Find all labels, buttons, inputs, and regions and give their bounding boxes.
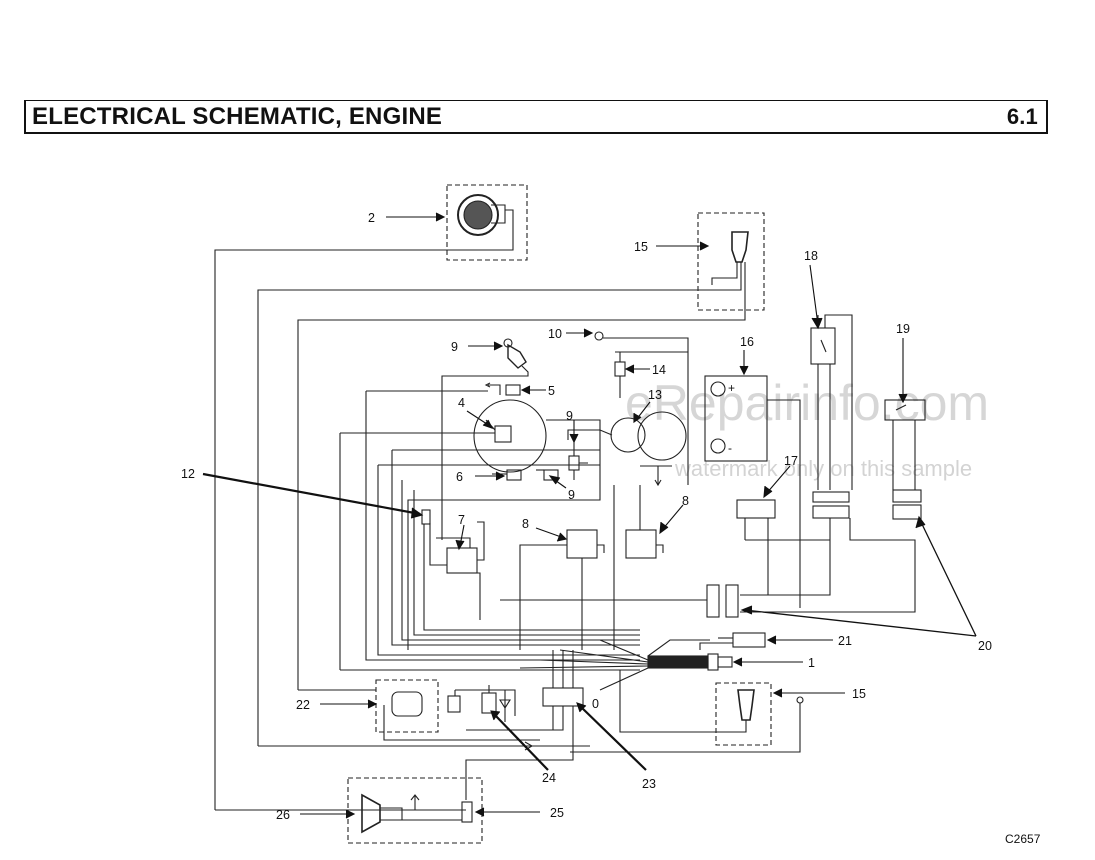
callout-12: 12 <box>181 467 195 481</box>
callout-19: 19 <box>896 322 910 336</box>
callout-18: 18 <box>804 249 818 263</box>
callout-6: 6 <box>456 470 463 484</box>
watermark-sub: watermark only on this sample <box>674 456 972 481</box>
component-21-switch <box>699 632 766 650</box>
callout-23: 23 <box>642 777 656 791</box>
callout-22: 22 <box>296 698 310 712</box>
wiring-bus <box>215 391 640 811</box>
component-24-relays <box>447 685 516 722</box>
callout-11: 10 <box>548 327 562 341</box>
component-15-sensor-top <box>257 212 765 746</box>
svg-text:-: - <box>728 441 732 455</box>
component-10-solenoid <box>568 440 588 480</box>
callout-13: 13 <box>648 388 662 402</box>
svg-text:+: + <box>728 381 735 395</box>
callout-7: 7 <box>458 513 465 527</box>
component-12-7-relay <box>421 509 485 620</box>
component-1-harness <box>519 639 733 691</box>
component-5-sender <box>484 382 521 396</box>
component-16-battery: + - <box>704 375 801 608</box>
section-header: ELECTRICAL SCHEMATIC, ENGINE 6.1 <box>24 100 1048 134</box>
callout-9: 9 <box>568 488 575 502</box>
callout-24: 24 <box>542 771 556 785</box>
section-number: 6.1 <box>1006 103 1038 129</box>
callout-2: 2 <box>368 211 375 225</box>
callout-arrows <box>202 212 977 819</box>
callout-5: 5 <box>548 384 555 398</box>
callout-8-right: 8 <box>682 494 689 508</box>
callout-15-top: 15 <box>634 240 648 254</box>
component-15-sensor-bottom <box>570 670 804 753</box>
watermark-main: eRepairinfo.com <box>625 375 989 431</box>
callout-8-left: 8 <box>522 517 529 531</box>
component-11-14-sensors <box>594 331 689 485</box>
component-25-26-horn <box>347 777 483 844</box>
callout-10: 9 <box>566 409 573 423</box>
component-6-9-senders <box>378 449 600 481</box>
callout-17: 17 <box>784 454 798 468</box>
callout-labels: 2 15 9 10 14 5 4 9 13 16 6 9 17 8 8 7 12… <box>181 211 1041 846</box>
callout-4: 4 <box>458 396 465 410</box>
component-20-connectors <box>500 584 739 618</box>
callout-15-bottom: 15 <box>852 687 866 701</box>
callout-21: 21 <box>838 634 852 648</box>
component-17-switch <box>736 499 830 595</box>
callout-25: 25 <box>550 806 564 820</box>
component-4-starter-motor <box>339 390 601 670</box>
component-13-alternator <box>567 411 687 487</box>
component-23-junction-block <box>465 650 584 800</box>
page-title: ELECTRICAL SCHEMATIC, ENGINE <box>32 102 443 130</box>
component-19-switch <box>884 399 926 520</box>
callout-26: 26 <box>276 808 290 822</box>
component-22-module <box>375 679 540 741</box>
figure-reference: C2657 <box>1005 832 1041 846</box>
component-8-relays <box>519 485 664 650</box>
callout-14: 14 <box>652 363 666 377</box>
callout-3: 9 <box>451 340 458 354</box>
component-3-switch <box>441 338 529 540</box>
callout-16: 16 <box>740 335 754 349</box>
callout-20: 20 <box>978 639 992 653</box>
callout-1: 1 <box>808 656 815 670</box>
callout-0: 0 <box>592 697 599 711</box>
component-2-indicator <box>214 184 528 810</box>
